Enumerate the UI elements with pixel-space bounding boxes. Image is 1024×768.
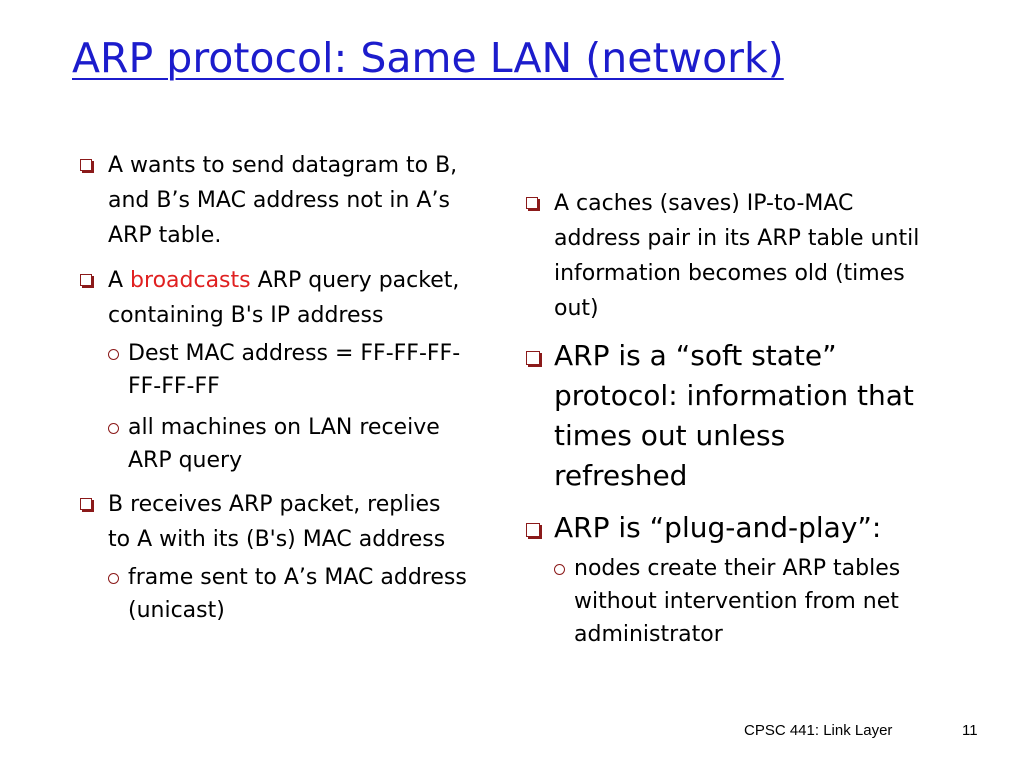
sub-list-item: Dest MAC address = FF-FF-FF-FF-FF-FF <box>108 337 468 403</box>
sub-bullet-list: frame sent to A’s MAC address (unicast) <box>108 561 468 627</box>
sub-bullet-text: nodes create their ARP tables without in… <box>574 556 901 647</box>
bullet-text: B receives ARP packet, replies to A with… <box>108 492 446 552</box>
bullet-text: ARP is “plug-and-play”: <box>554 511 882 544</box>
list-item: ARP is a “soft state” protocol: informat… <box>524 336 924 496</box>
slide-title: ARP protocol: Same LAN (network) <box>72 34 784 82</box>
bullet-text: A wants to send datagram to B, and B’s M… <box>108 153 458 248</box>
sub-list-item: nodes create their ARP tables without in… <box>554 552 924 651</box>
sub-bullet-list: nodes create their ARP tables without in… <box>554 552 924 651</box>
circle-bullet-icon <box>108 573 119 584</box>
list-item: B receives ARP packet, replies to A with… <box>78 487 468 627</box>
circle-bullet-icon <box>108 349 119 360</box>
highlight-word: broadcasts <box>130 268 251 293</box>
square-bullet-icon <box>80 498 92 510</box>
list-item: A wants to send datagram to B, and B’s M… <box>78 148 468 253</box>
sub-list-item: frame sent to A’s MAC address (unicast) <box>108 561 468 627</box>
circle-bullet-icon <box>554 564 565 575</box>
circle-bullet-icon <box>108 423 119 434</box>
list-item: A broadcasts ARP query packet, containin… <box>78 263 468 477</box>
sub-bullet-list: Dest MAC address = FF-FF-FF-FF-FF-FF all… <box>108 337 468 477</box>
bullet-text: ARP is a “soft state” protocol: informat… <box>554 339 914 492</box>
square-bullet-icon <box>80 159 92 171</box>
slide-page-number: 11 <box>962 722 978 739</box>
left-bullet-list: A wants to send datagram to B, and B’s M… <box>78 148 468 637</box>
sub-bullet-text: frame sent to A’s MAC address (unicast) <box>128 565 467 623</box>
square-bullet-icon <box>80 274 92 286</box>
sub-bullet-text: all machines on LAN receive ARP query <box>128 415 440 473</box>
square-bullet-icon <box>526 197 538 209</box>
square-bullet-icon <box>526 351 540 365</box>
footer-course-label: CPSC 441: Link Layer <box>744 722 893 739</box>
sub-bullet-text: Dest MAC address = FF-FF-FF-FF-FF-FF <box>128 341 461 399</box>
square-bullet-icon <box>526 523 540 537</box>
bullet-text: A caches (saves) IP-to-MAC address pair … <box>554 191 920 321</box>
right-bullet-list: A caches (saves) IP-to-MAC address pair … <box>524 186 924 663</box>
bullet-text-start: A <box>108 268 131 293</box>
bullet-text-end: ARP query packet, containing B's IP addr… <box>108 268 460 328</box>
list-item: A caches (saves) IP-to-MAC address pair … <box>524 186 924 326</box>
sub-list-item: all machines on LAN receive ARP query <box>108 411 468 477</box>
list-item: ARP is “plug-and-play”: nodes create the… <box>524 508 924 651</box>
